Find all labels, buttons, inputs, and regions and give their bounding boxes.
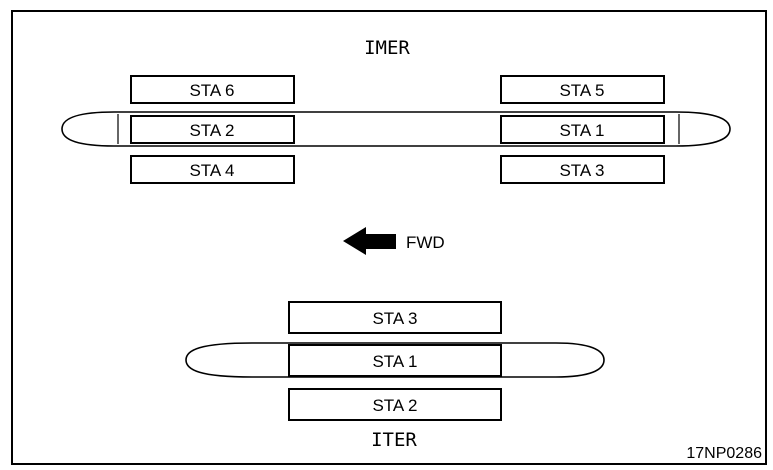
- svg-text:STA 1: STA 1: [372, 352, 417, 371]
- station-box-sta-4: STA 4: [130, 155, 295, 184]
- svg-text:STA 1: STA 1: [559, 121, 604, 140]
- svg-text:STA 2: STA 2: [372, 396, 417, 415]
- svg-text:STA 3: STA 3: [559, 161, 604, 180]
- left-arrow-icon: [343, 227, 396, 255]
- station-box-sta-5: STA 5: [500, 75, 665, 104]
- station-box-sta-2: STA 2: [130, 115, 295, 144]
- svg-text:STA 5: STA 5: [559, 81, 604, 100]
- svg-text:STA 2: STA 2: [189, 121, 234, 140]
- figure-id: 17NP0286: [686, 445, 762, 462]
- top-group-title: IMER: [364, 37, 410, 59]
- svg-text:STA 3: STA 3: [372, 309, 417, 328]
- station-box-bottom-sta-2: STA 2: [288, 388, 502, 421]
- svg-text:STA 4: STA 4: [189, 161, 234, 180]
- station-box-bottom-sta-3: STA 3: [288, 301, 502, 334]
- direction-label: FWD: [406, 233, 445, 252]
- station-box-bottom-sta-1: STA 1: [288, 344, 502, 377]
- station-box-sta-6: STA 6: [130, 75, 295, 104]
- bottom-group-title: ITER: [371, 429, 417, 451]
- svg-text:STA 6: STA 6: [189, 81, 234, 100]
- station-box-sta-3: STA 3: [500, 155, 665, 184]
- station-box-sta-1: STA 1: [500, 115, 665, 144]
